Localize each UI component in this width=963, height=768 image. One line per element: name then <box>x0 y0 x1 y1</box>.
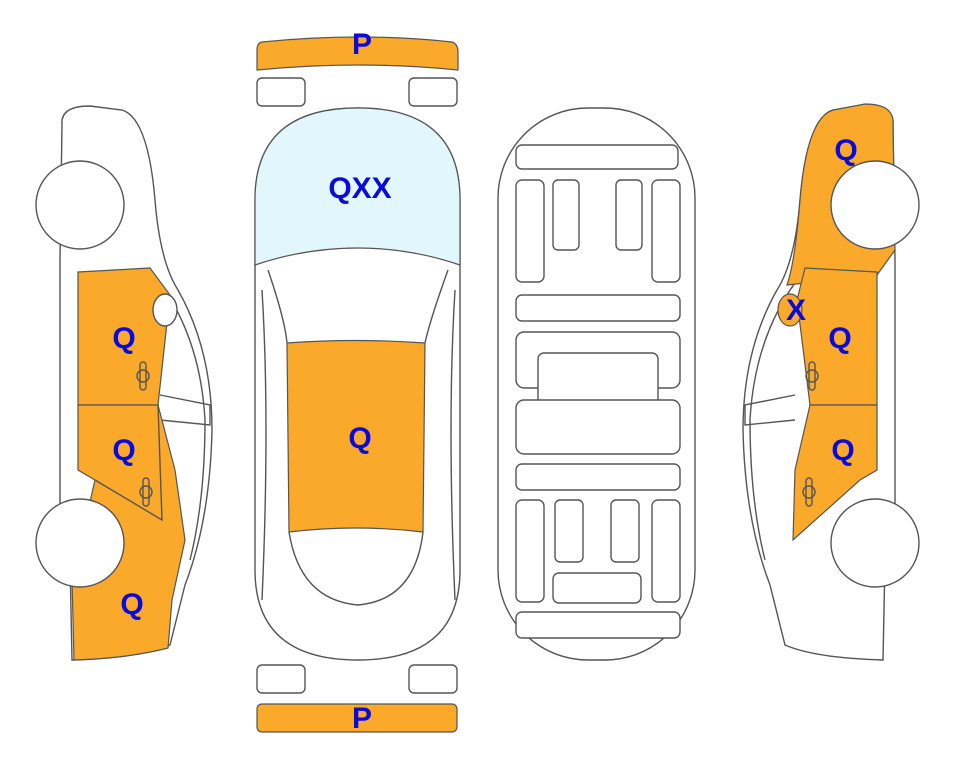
right-front-fender-label: Q <box>834 134 857 167</box>
left-front-door-label: Q <box>112 322 135 355</box>
front-right-light <box>408 77 458 107</box>
rear-left-light <box>256 664 306 694</box>
right-mirror-damage[interactable] <box>777 293 803 327</box>
left-fuel-cap <box>152 293 178 327</box>
left-rear-fender-label: Q <box>120 588 143 621</box>
left-door-handle-front <box>136 361 150 391</box>
top-side-lines <box>261 289 456 601</box>
front-left-light <box>256 77 306 107</box>
right-front-door-label: Q <box>828 322 851 355</box>
left-rear-door-label: Q <box>112 434 135 467</box>
left-door-seam <box>94 404 163 522</box>
left-side-view <box>35 105 213 661</box>
left-door-handle-rear <box>139 477 153 507</box>
left-rear-wheel <box>35 498 125 588</box>
right-mirror-label: X <box>786 294 806 327</box>
top-view <box>254 36 461 733</box>
rear-bumper-label: P <box>352 702 372 735</box>
roof-damage[interactable] <box>286 339 426 533</box>
windshield-damage[interactable] <box>254 107 461 266</box>
left-mirror <box>159 394 211 426</box>
right-rear-door-damage[interactable] <box>792 404 878 542</box>
windshield-label: QXX <box>328 172 391 205</box>
front-bumper-damage[interactable] <box>256 36 459 71</box>
right-rear-door-label: Q <box>831 434 854 467</box>
top-body-lines <box>267 269 449 606</box>
roof-label: Q <box>348 422 371 455</box>
left-rear-area-damage[interactable] <box>71 404 186 661</box>
rear-bumper-damage[interactable] <box>256 703 458 733</box>
rear-right-light <box>408 664 458 694</box>
right-front-door-damage[interactable] <box>796 267 878 406</box>
left-front-wheel <box>35 160 125 250</box>
underbody-view <box>497 107 696 661</box>
front-bumper-label: P <box>352 28 372 61</box>
right-side-view <box>742 103 920 661</box>
